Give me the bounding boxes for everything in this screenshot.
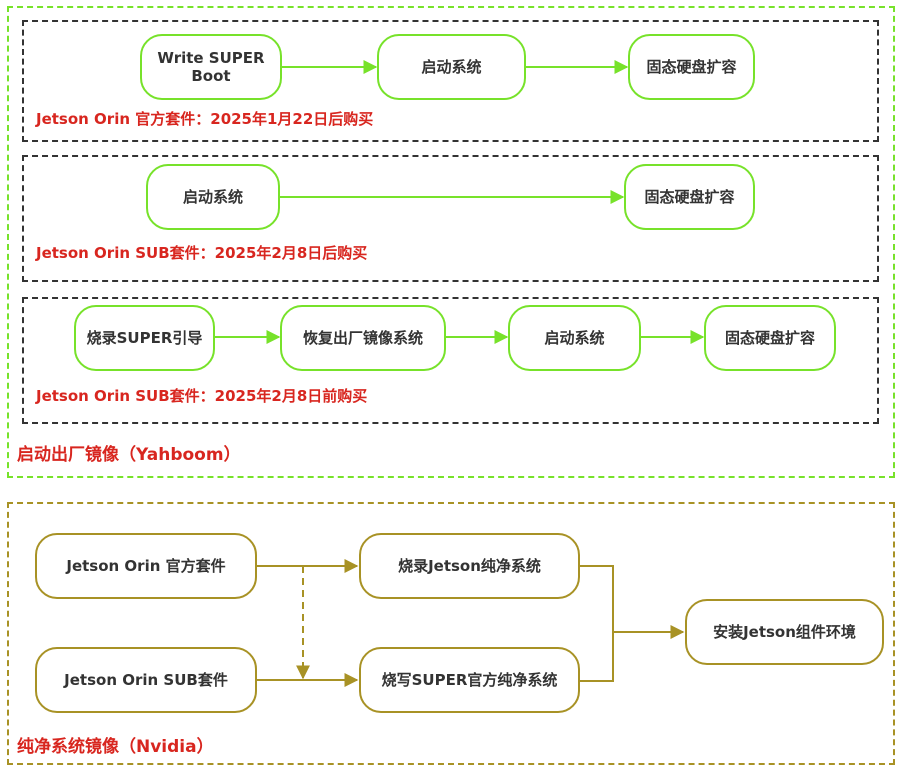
node-ssd-expand-r1: 固态硬盘扩容 bbox=[628, 34, 755, 100]
node-flash-super-clean: 烧写SUPER官方纯净系统 bbox=[359, 647, 580, 713]
node-flash-jetson-clean: 烧录Jetson纯净系统 bbox=[359, 533, 580, 599]
node-boot-system-r3: 启动系统 bbox=[508, 305, 641, 371]
yahboom-title: 启动出厂镜像（Yahboom） bbox=[17, 445, 241, 465]
nvidia-title: 纯净系统镜像（Nvidia） bbox=[17, 737, 214, 757]
node-sub-kit: Jetson Orin SUB套件 bbox=[35, 647, 257, 713]
row1-label: Jetson Orin 官方套件：2025年1月22日后购买 bbox=[36, 110, 374, 128]
row2-label: Jetson Orin SUB套件：2025年2月8日后购买 bbox=[36, 244, 368, 262]
row-sub-kit-before bbox=[22, 297, 879, 424]
node-write-super-boot: Write SUPER Boot bbox=[140, 34, 282, 100]
node-install-jetson-env: 安装Jetson组件环境 bbox=[685, 599, 884, 665]
row3-label: Jetson Orin SUB套件：2025年2月8日前购买 bbox=[36, 387, 368, 405]
node-flash-super-boot: 烧录SUPER引导 bbox=[74, 305, 215, 371]
nvidia-group bbox=[7, 502, 895, 765]
node-ssd-expand-r2: 固态硬盘扩容 bbox=[624, 164, 755, 230]
node-boot-system-r2: 启动系统 bbox=[146, 164, 280, 230]
row-sub-kit-after bbox=[22, 155, 879, 282]
node-boot-system-r1: 启动系统 bbox=[377, 34, 526, 100]
node-official-kit: Jetson Orin 官方套件 bbox=[35, 533, 257, 599]
node-ssd-expand-r3: 固态硬盘扩容 bbox=[704, 305, 836, 371]
row-official-kit-after bbox=[22, 20, 879, 142]
yahboom-group bbox=[7, 6, 895, 478]
node-restore-factory-image: 恢复出厂镜像系统 bbox=[280, 305, 446, 371]
